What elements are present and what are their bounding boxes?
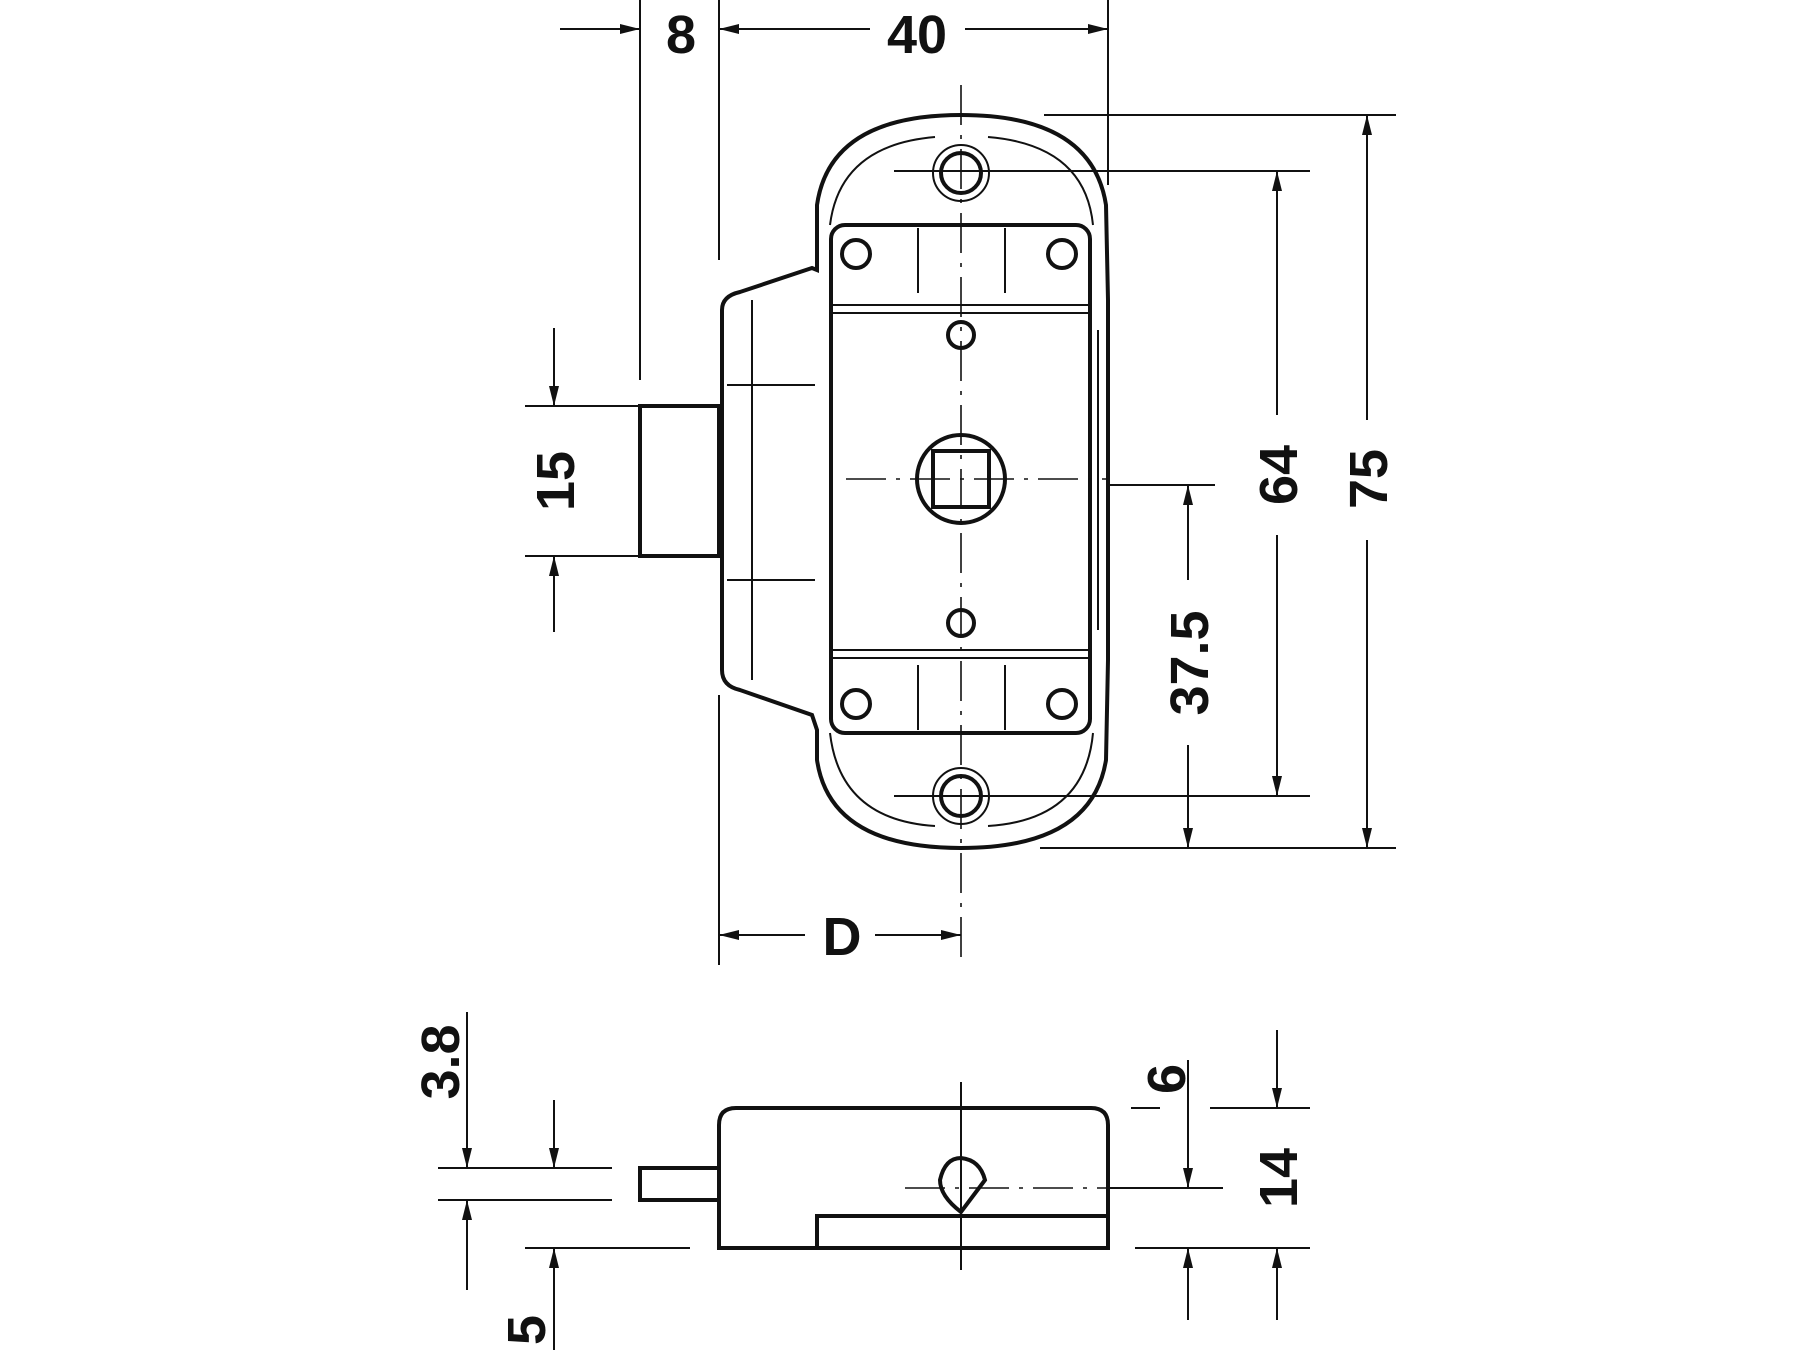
dim-6-label: 6 [1137,1064,1197,1094]
screw-hole [1046,688,1078,720]
lock-body-inner-arc [829,136,1094,827]
side-bolt [638,1166,721,1202]
dim-5-label: 5 [497,1315,557,1345]
screw-hole [840,688,872,720]
dim-14-label: 14 [1249,1148,1309,1208]
front-dimensions: 8 40 75 64 37.5 15 D [525,0,1399,967]
side-view [638,1082,1110,1270]
screw-hole [1046,238,1078,270]
dim-8-label: 8 [666,5,696,65]
dim-75-label: 75 [1339,449,1399,509]
latch-bolt [638,404,721,558]
lock-body-outline [720,112,1110,851]
side-dimensions: 3.8 5 6 14 [411,1012,1310,1350]
screw-hole [840,238,872,270]
side-body-outline [717,1106,1110,1250]
dim-40-label: 40 [887,5,947,65]
dim-64-label: 64 [1249,445,1309,505]
dim-15-label: 15 [526,451,586,511]
dim-D-label: D [823,907,862,967]
side-key-profile [937,1155,988,1215]
dim-37-5-label: 37.5 [1160,610,1220,715]
front-view [638,85,1110,960]
dim-3-8-label: 3.8 [411,1024,471,1099]
